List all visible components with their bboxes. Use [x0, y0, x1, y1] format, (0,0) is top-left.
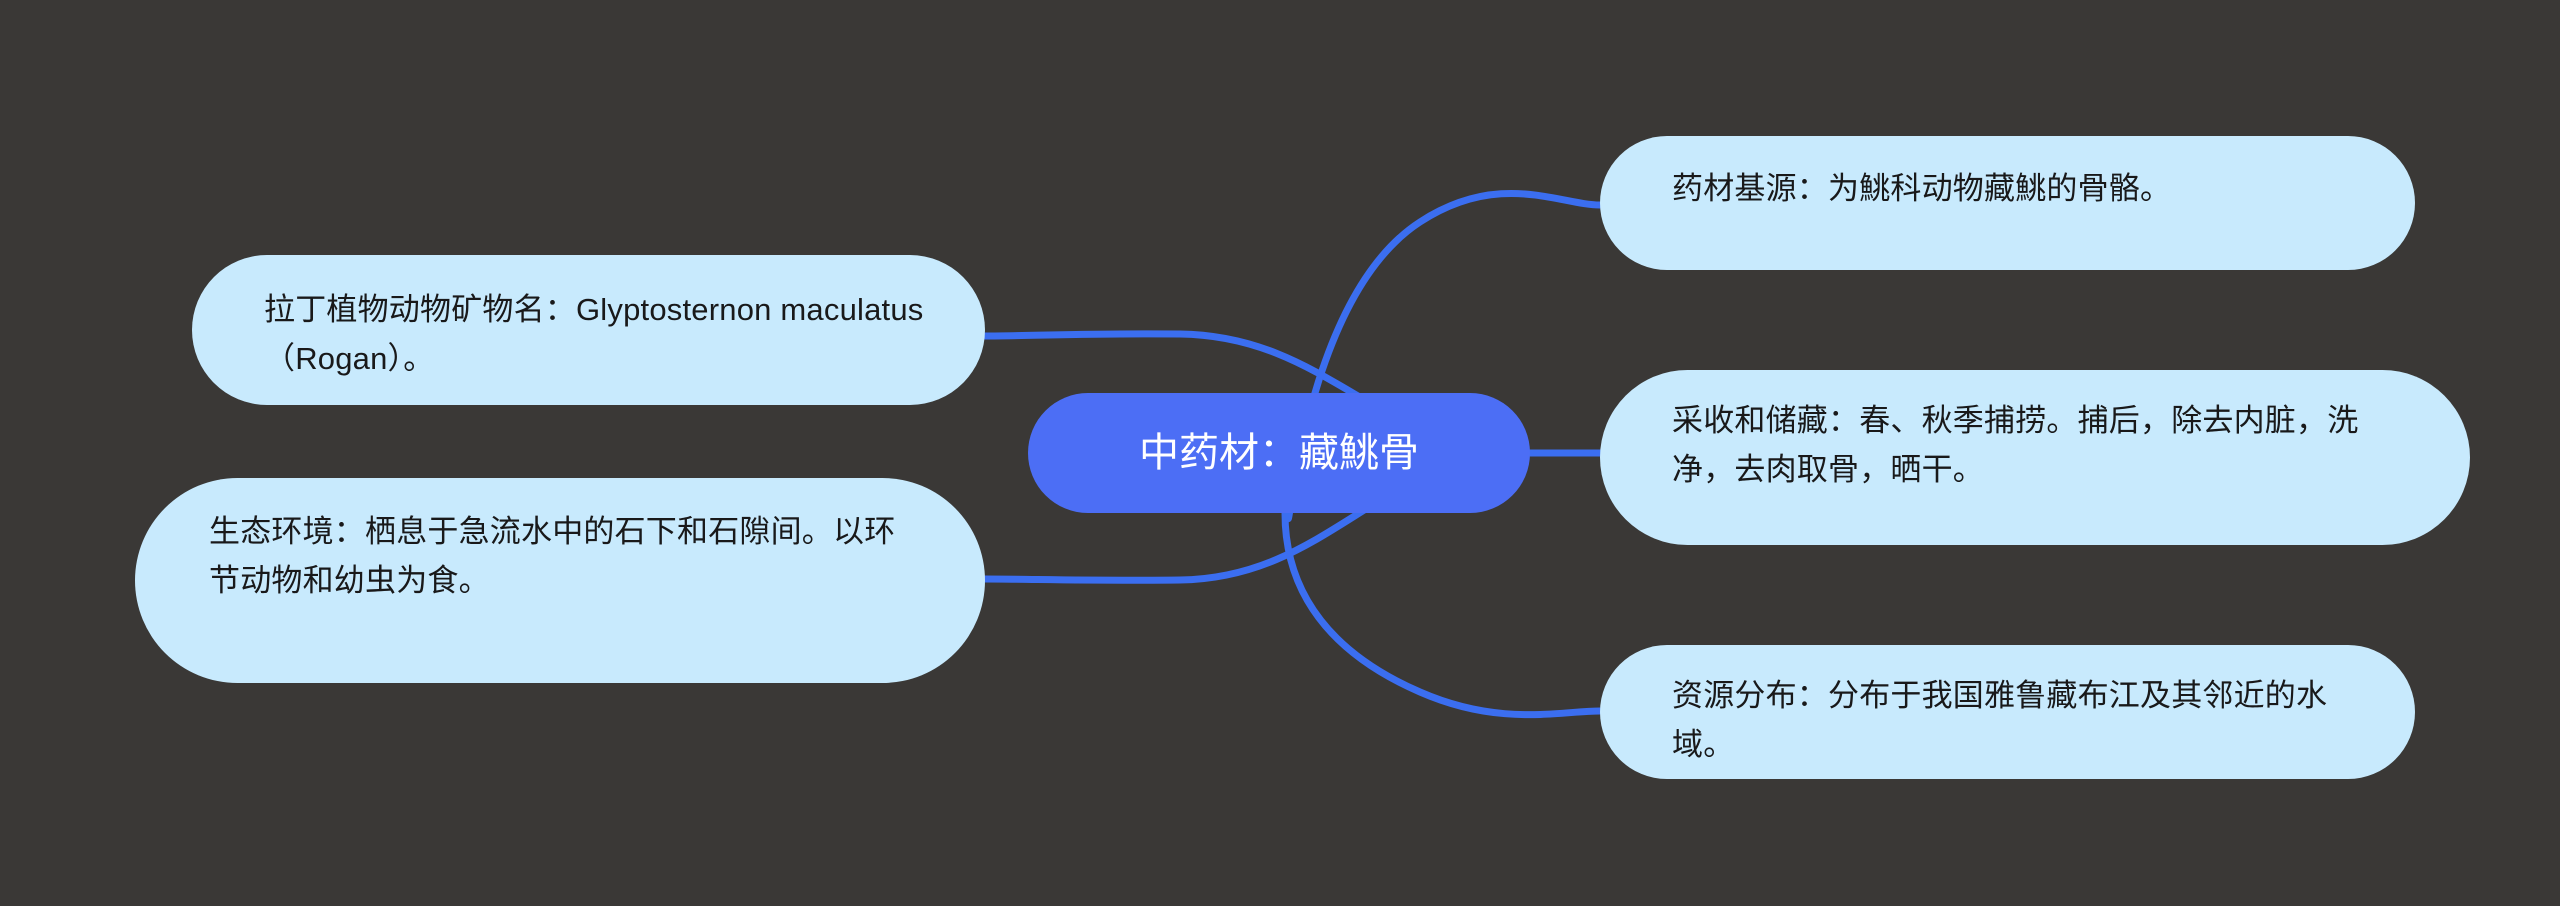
- node-label: 中药材：藏鮡骨: [1139, 431, 1419, 475]
- node-label: 资源分布：分布于我国雅鲁藏布江及其邻近的水域。: [1672, 678, 2328, 762]
- node-label: 采收和储藏：春、秋季捕捞。捕后，除去内脏，洗净，去肉取骨，晒干。: [1672, 403, 2359, 487]
- connector-root-to-distribution: [1281, 509, 1604, 719]
- node-label: 拉丁植物动物矿物名：Glyptosternon maculatus （Rogan…: [264, 292, 933, 376]
- mindmap-node-latin-name[interactable]: 拉丁植物动物矿物名：Glyptosternon maculatus （Rogan…: [192, 255, 985, 405]
- mindmap-node-source[interactable]: 药材基源：为鮡科动物藏鮡的骨骼。: [1600, 136, 2415, 270]
- mindmap-node-ecology[interactable]: 生态环境：栖息于急流水中的石下和石隙间。以环节动物和幼虫为食。: [135, 478, 985, 683]
- mindmap-node-distribution[interactable]: 资源分布：分布于我国雅鲁藏布江及其邻近的水域。: [1600, 645, 2415, 779]
- node-label: 生态环境：栖息于急流水中的石下和石隙间。以环节动物和幼虫为食。: [209, 514, 896, 598]
- mindmap-node-harvest[interactable]: 采收和储藏：春、秋季捕捞。捕后，除去内脏，洗净，去肉取骨，晒干。: [1600, 370, 2470, 545]
- node-label: 药材基源：为鮡科动物藏鮡的骨骼。: [1672, 171, 2172, 206]
- mindmap-node-root[interactable]: 中药材：藏鮡骨: [1028, 393, 1530, 513]
